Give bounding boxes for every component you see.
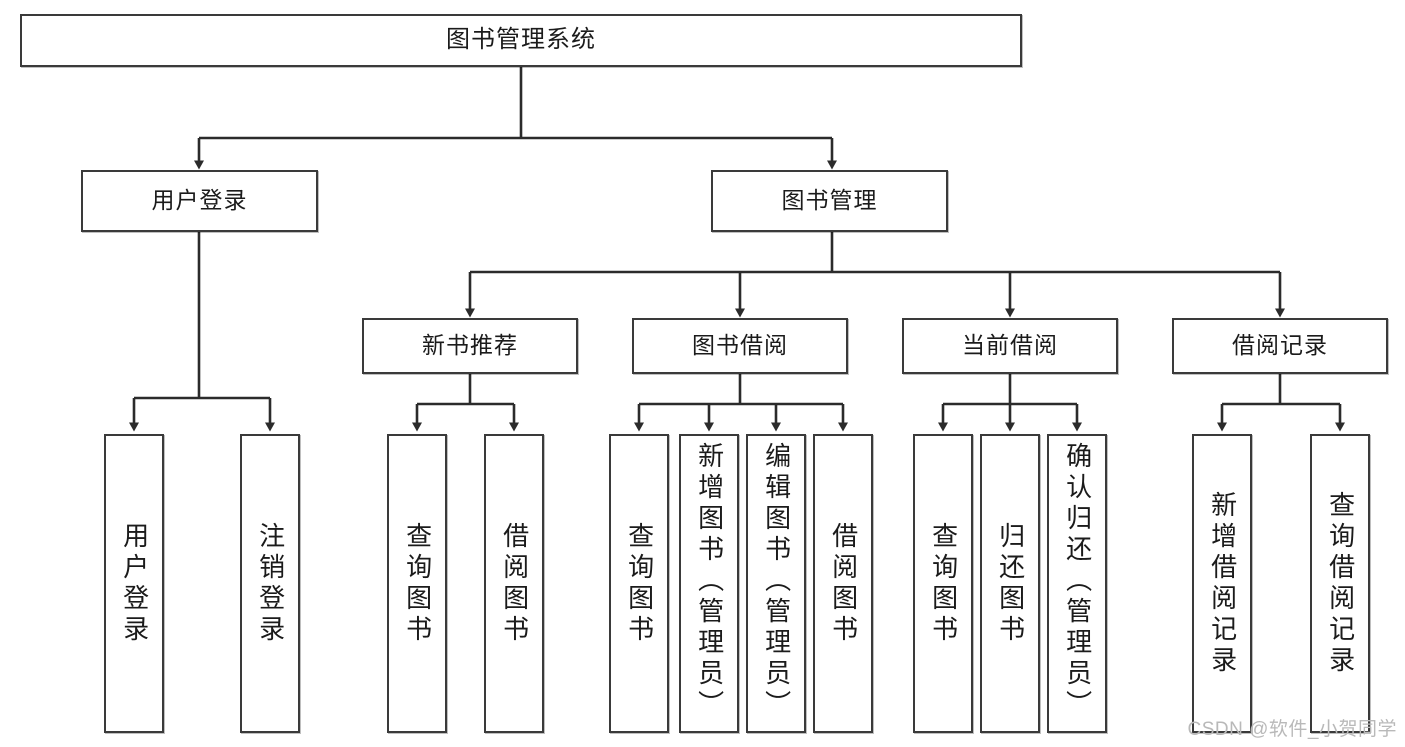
leaf-add-borrow-record[interactable]: 新增借阅记录 (1192, 434, 1252, 733)
leaf-user-login[interactable]: 用户登录 (104, 434, 164, 733)
leaf-label: 编辑图书（管理员） (761, 442, 792, 721)
node-new-book-recommend[interactable]: 新书推荐 (362, 318, 578, 374)
leaf-borrow-book-recommend[interactable]: 借阅图书 (484, 434, 544, 733)
node-current-borrow[interactable]: 当前借阅 (902, 318, 1118, 374)
node-label: 图书管理系统 (446, 26, 596, 54)
leaf-label: 注销登录 (255, 521, 286, 646)
leaf-label: 借阅图书 (828, 521, 859, 646)
leaf-edit-book-admin[interactable]: 编辑图书（管理员） (746, 434, 806, 733)
leaf-return-book[interactable]: 归还图书 (980, 434, 1040, 733)
leaf-query-borrow-record[interactable]: 查询借阅记录 (1310, 434, 1370, 733)
node-label: 借阅记录 (1232, 332, 1328, 359)
leaf-query-book-current[interactable]: 查询图书 (913, 434, 973, 733)
node-borrow-record[interactable]: 借阅记录 (1172, 318, 1388, 374)
node-label: 当前借阅 (962, 332, 1058, 359)
leaf-label: 查询图书 (402, 521, 433, 646)
leaf-label: 查询图书 (928, 521, 959, 646)
node-book-management-system[interactable]: 图书管理系统 (20, 14, 1022, 67)
node-label: 图书借阅 (692, 332, 788, 359)
node-book-management[interactable]: 图书管理 (711, 170, 948, 232)
leaf-label: 查询图书 (624, 521, 655, 646)
leaf-label: 借阅图书 (499, 521, 530, 646)
leaf-label: 新增借阅记录 (1207, 490, 1238, 677)
node-label: 图书管理 (781, 187, 878, 214)
leaf-label: 确认归还（管理员） (1062, 442, 1093, 721)
leaf-label: 用户登录 (119, 521, 150, 646)
node-user-login[interactable]: 用户登录 (81, 170, 318, 232)
leaf-label: 新增图书（管理员） (694, 442, 725, 721)
leaf-query-book-recommend[interactable]: 查询图书 (387, 434, 447, 733)
leaf-query-book-borrow[interactable]: 查询图书 (609, 434, 669, 733)
leaf-confirm-return-admin[interactable]: 确认归还（管理员） (1047, 434, 1107, 733)
node-label: 用户登录 (151, 187, 248, 214)
leaf-label: 归还图书 (995, 521, 1026, 646)
node-label: 新书推荐 (422, 332, 518, 359)
leaf-label: 查询借阅记录 (1325, 490, 1356, 677)
leaf-logout[interactable]: 注销登录 (240, 434, 300, 733)
leaf-add-book-admin[interactable]: 新增图书（管理员） (679, 434, 739, 733)
leaf-borrow-book[interactable]: 借阅图书 (813, 434, 873, 733)
node-book-borrow[interactable]: 图书借阅 (632, 318, 848, 374)
